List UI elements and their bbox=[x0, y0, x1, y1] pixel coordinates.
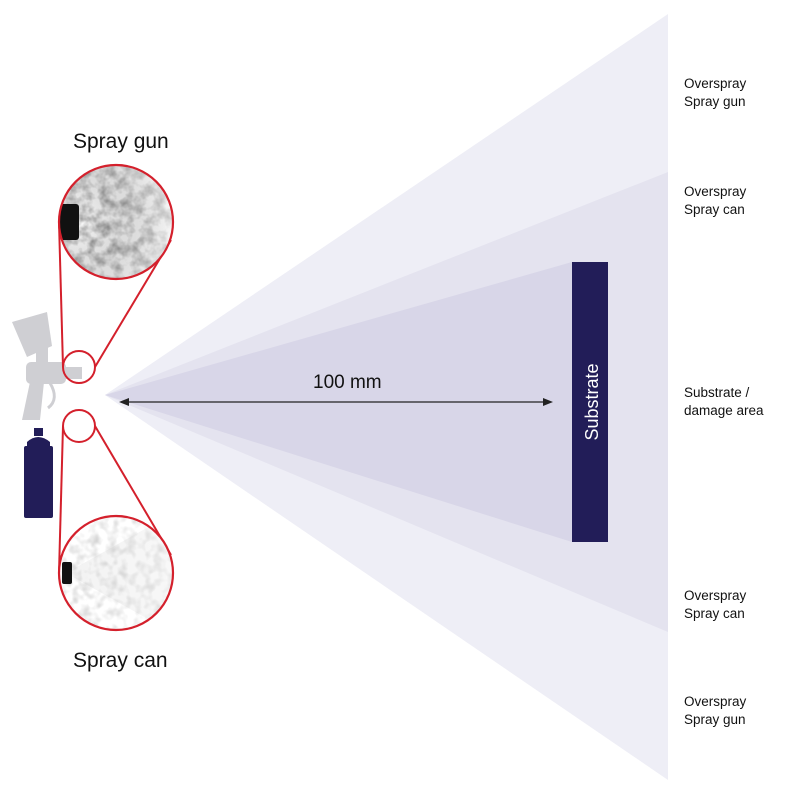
label-overspray-spray-can-top: Overspray Spray can bbox=[684, 184, 747, 217]
spray-can-title: Spray can bbox=[73, 649, 168, 672]
distance-label: 100 mm bbox=[313, 372, 382, 393]
substrate-bar bbox=[572, 262, 608, 542]
label-overspray-spray-gun-top: Overspray Spray gun bbox=[684, 76, 747, 109]
spray-gun-icon bbox=[12, 312, 82, 420]
spray-can-icon bbox=[24, 428, 53, 518]
spray-can-pattern-image bbox=[57, 514, 175, 632]
label-overspray-spray-can-bottom: Overspray Spray can bbox=[684, 588, 747, 621]
spray-gun-pattern-image bbox=[57, 163, 175, 281]
substrate-label: Substrate bbox=[582, 363, 602, 440]
spray-gun-title: Spray gun bbox=[73, 130, 169, 153]
distance-arrow bbox=[119, 398, 553, 406]
label-overspray-spray-gun-bottom: Overspray Spray gun bbox=[684, 694, 747, 727]
spray-can-nozzle-circle bbox=[62, 409, 96, 443]
label-substrate-damage-area: Substrate / damage area bbox=[684, 385, 764, 418]
